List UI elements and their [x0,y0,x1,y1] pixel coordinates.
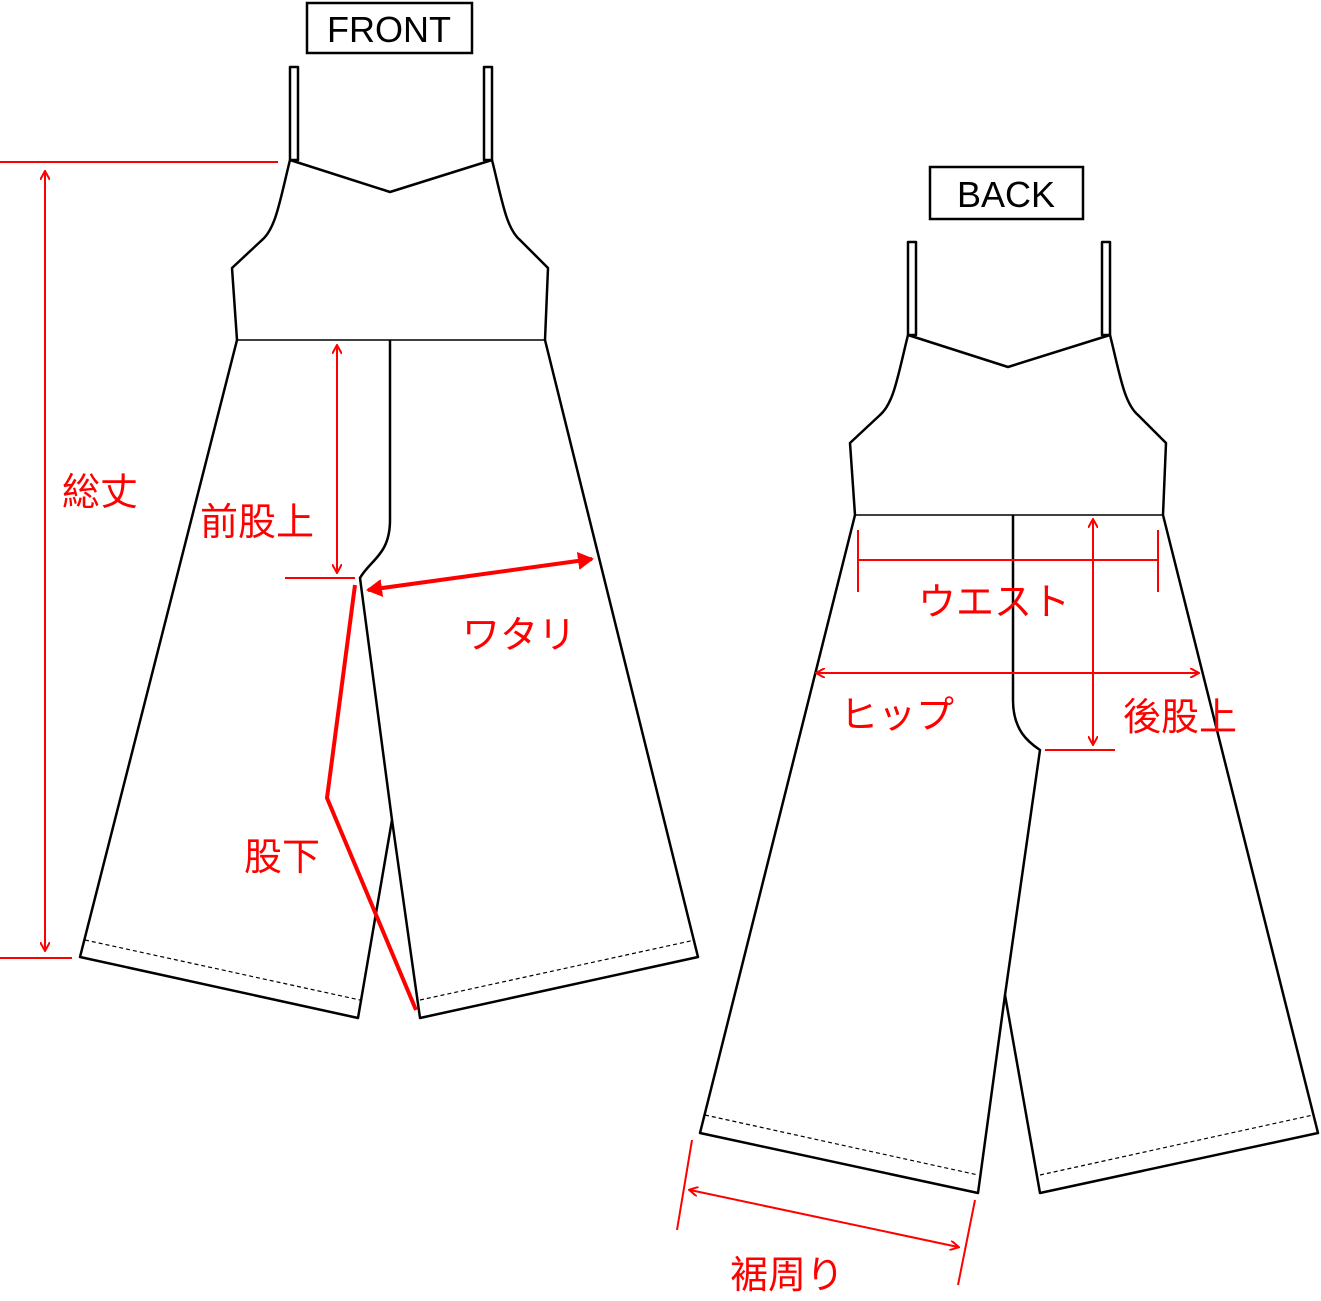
back-view: BACK ウエスト ヒップ 後股上 裾周り [676,165,1320,1297]
inseam-label: 股下 [244,835,320,879]
front-right-leg [390,339,700,1020]
back-title: BACK [957,174,1055,215]
front-bodice [230,65,550,342]
back-left-leg [698,514,1042,1195]
hem-arrow [690,1190,958,1247]
thigh-arrow [366,552,594,597]
inseam-line [324,584,418,1011]
front-left-leg [78,339,394,1020]
front-hem-stitch [84,939,696,1001]
total-length-label: 総丈 [62,470,138,514]
back-bodice [848,240,1168,517]
total-length-guides [0,161,278,959]
hem-label: 裾周り [730,1253,844,1297]
thigh-label: ワタリ [462,613,576,657]
back-hem-stitch [704,1114,1314,1176]
waist-label: ウエスト [918,580,1070,624]
front-view: FRONT 総丈 前股上 ワタリ 股下 [0,1,700,1020]
waist-measure [857,530,1159,592]
back-right-leg [1003,514,1320,1195]
back-rise-label: 後股上 [1123,695,1237,739]
hip-label: ヒップ [840,693,954,737]
front-title: FRONT [327,9,451,50]
hem-guides [676,1139,976,1286]
front-title-box [305,1,474,55]
back-title-box [928,165,1085,221]
front-rise-label: 前股上 [200,500,314,544]
